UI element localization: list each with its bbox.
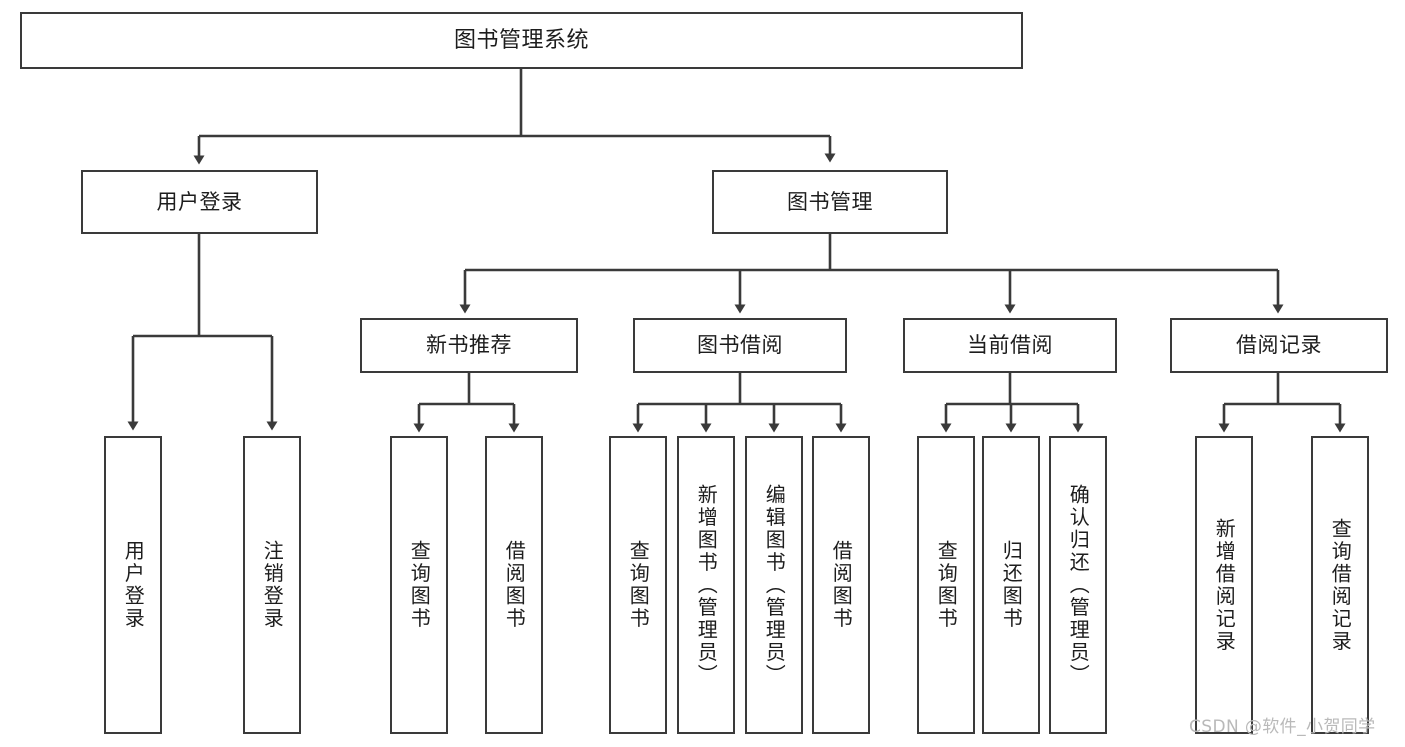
leaf-query-borrow-record[interactable]: 查询借阅记录 [1311, 436, 1369, 734]
leaf-logout[interactable]: 注销登录 [243, 436, 301, 734]
node-current-borrow[interactable]: 当前借阅 [903, 318, 1117, 373]
leaf-user-login[interactable]: 用户登录 [104, 436, 162, 734]
leaf-add-book-admin[interactable]: 新增图书（管理员） [677, 436, 735, 734]
node-label: 归还图书 [999, 540, 1024, 630]
node-label: 当前借阅 [967, 333, 1053, 358]
leaf-query-book-new[interactable]: 查询图书 [390, 436, 448, 734]
leaf-edit-book-admin[interactable]: 编辑图书（管理员） [745, 436, 803, 734]
node-label: 查询图书 [934, 540, 959, 630]
node-borrow-record[interactable]: 借阅记录 [1170, 318, 1388, 373]
node-new-book-recommend[interactable]: 新书推荐 [360, 318, 578, 373]
leaf-query-book[interactable]: 查询图书 [609, 436, 667, 734]
node-label: 图书管理系统 [453, 27, 589, 53]
node-label: 注销登录 [260, 540, 285, 630]
node-label: 用户登录 [156, 189, 243, 214]
leaf-confirm-return-admin[interactable]: 确认归还（管理员） [1049, 436, 1107, 734]
node-label: 借阅记录 [1236, 333, 1322, 358]
node-book-borrow[interactable]: 图书借阅 [633, 318, 847, 373]
node-user-login[interactable]: 用户登录 [81, 170, 318, 234]
leaf-borrow-book-new[interactable]: 借阅图书 [485, 436, 543, 734]
leaf-add-borrow-record[interactable]: 新增借阅记录 [1195, 436, 1253, 734]
node-label: 用户登录 [121, 540, 146, 630]
node-root-book-management-system[interactable]: 图书管理系统 [20, 12, 1023, 69]
node-label: 新书推荐 [426, 333, 512, 358]
node-label: 编辑图书（管理员） [762, 483, 787, 687]
leaf-return-book[interactable]: 归还图书 [982, 436, 1040, 734]
node-label: 图书管理 [787, 189, 873, 214]
leaf-borrow-book[interactable]: 借阅图书 [812, 436, 870, 734]
watermark: CSDN @软件_小贺同学 [1189, 717, 1376, 737]
leaf-query-book-current[interactable]: 查询图书 [917, 436, 975, 734]
node-label: 借阅图书 [829, 540, 854, 630]
node-label: 新增借阅记录 [1212, 517, 1237, 653]
node-label: 查询图书 [626, 540, 651, 630]
node-label: 查询图书 [407, 540, 432, 630]
node-label: 查询借阅记录 [1328, 517, 1353, 653]
node-label: 借阅图书 [502, 540, 527, 630]
node-label: 图书借阅 [697, 333, 783, 358]
node-label: 新增图书（管理员） [694, 483, 719, 687]
node-label: 确认归还（管理员） [1066, 483, 1091, 687]
node-book-management[interactable]: 图书管理 [712, 170, 948, 234]
